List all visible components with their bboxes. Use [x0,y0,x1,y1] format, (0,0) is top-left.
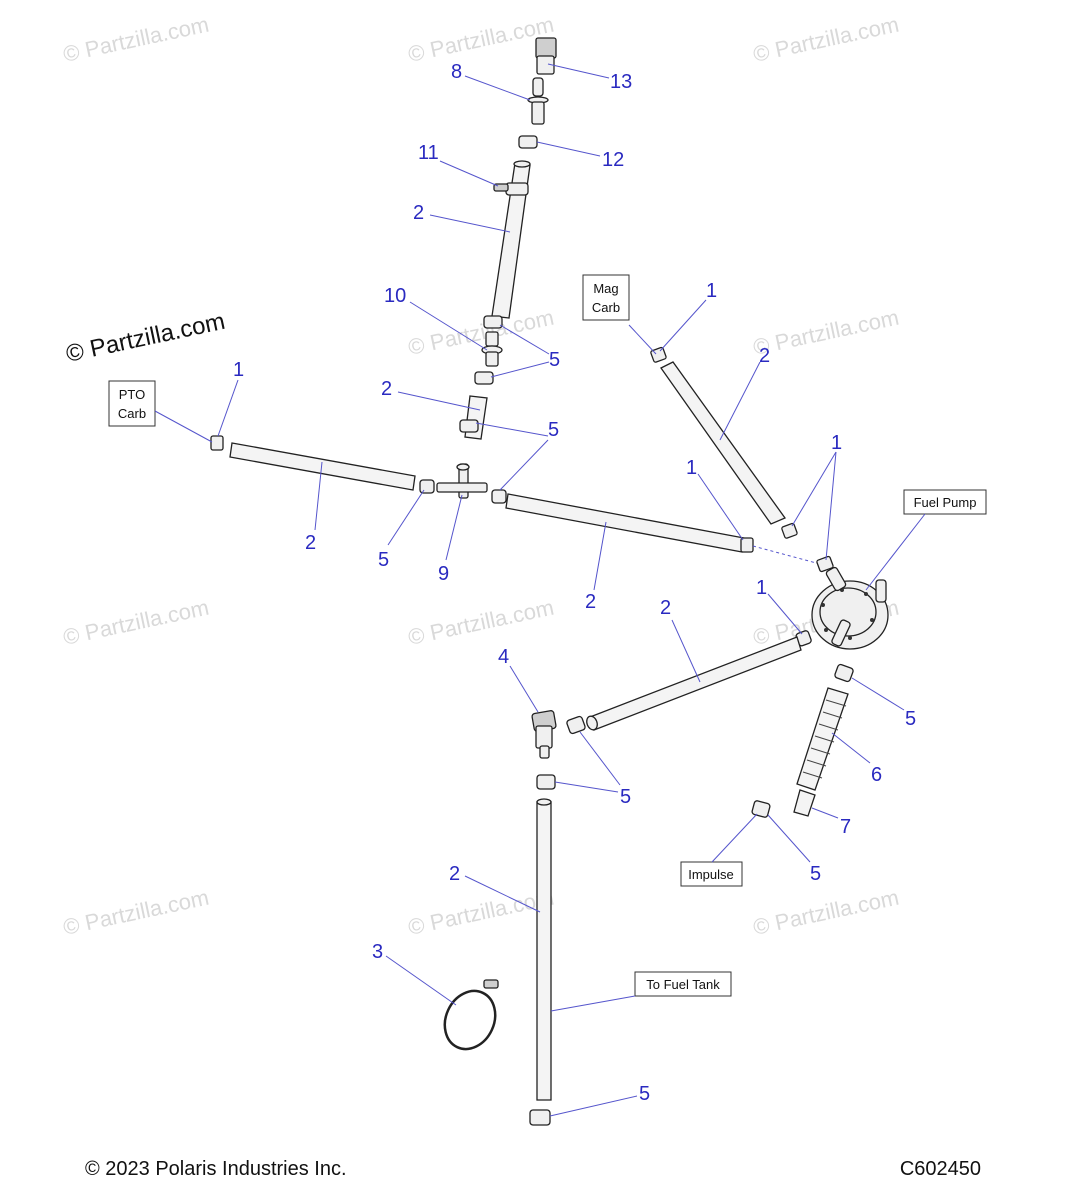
callout-5-a: 5 [549,349,560,371]
callout-2-left: 2 [305,532,316,554]
callout-1-tee-right: 1 [686,457,697,479]
part-2-mag-hose [660,361,787,525]
part-1-fitting [781,522,798,539]
part-2-lower-hose [589,636,802,731]
dashed-connection [752,545,821,565]
part-12-clamp [518,135,538,149]
part-5-clamp [491,489,507,504]
tag-impulse: Impulse [680,813,758,887]
part-8-connector [527,77,549,125]
tag-mag-line1: Mag [593,281,618,296]
part-5-clamp [536,774,556,790]
callout-2-mid: 2 [381,378,392,400]
tag-to-fuel-tank-text: To Fuel Tank [646,977,720,992]
tag-pto-line1: PTO [119,387,146,402]
part-7-hose [793,789,816,817]
watermarks: © Partzilla.com © Partzilla.com © Partzi… [61,12,901,940]
tag-fuel-pump: Fuel Pump [865,489,987,591]
watermark: © Partzilla.com [406,885,556,940]
callout-1-lower: 1 [756,577,767,599]
callout-5-pump: 5 [905,708,916,730]
parts [210,37,889,1126]
part-5-clamp [483,315,503,329]
callout-2-mag: 2 [759,345,770,367]
part-5-clamp [419,479,435,494]
tag-fuel-pump-text: Fuel Pump [914,495,977,510]
callout-5-bottom: 5 [639,1083,650,1105]
part-6-corrugated-hose [796,687,849,791]
part-13-fitting [535,37,557,75]
part-3-strap [443,979,499,1051]
callout-2-lower: 2 [660,597,671,619]
part-1-pto-fitting [210,435,224,451]
callout-1-mag: 1 [706,280,717,302]
watermark: © Partzilla.com [61,12,211,67]
tag-to-fuel-tank: To Fuel Tank [550,971,732,1012]
callout-3: 3 [372,941,383,963]
watermark: © Partzilla.com [61,595,211,650]
callout-12: 12 [602,149,624,171]
tag-mag-carb: Mag Carb [582,274,657,355]
callout-2-right: 2 [585,591,596,613]
part-2-right-hose [505,493,745,553]
callout-2-tank: 2 [449,863,460,885]
callout-2-top: 2 [413,202,424,224]
part-5-clamp [529,1109,551,1126]
callout-5-b: 5 [548,419,559,441]
part-4-fitting [531,710,557,759]
part-5-clamp [834,663,854,683]
callout-8: 8 [451,61,462,83]
tag-mag-line2: Carb [592,300,620,315]
part-5-clamp [459,419,479,433]
part-9-tee-fitting [436,463,488,499]
watermark: © Partzilla.com [406,595,556,650]
callout-5-tee: 5 [620,786,631,808]
watermark: © Partzilla.com [751,885,901,940]
tag-impulse-text: Impulse [688,867,734,882]
callout-1-pump: 1 [831,432,842,454]
callout-5-left: 5 [378,549,389,571]
watermark: © Partzilla.com [751,12,901,67]
watermark-bold: © Partzilla.com [64,308,228,368]
tag-pto-carb: PTO Carb [108,380,213,443]
footer-diagram-id: C602450 [899,1158,981,1180]
part-5-clamp [751,800,771,818]
watermark: © Partzilla.com [406,12,556,67]
part-5-clamp [566,715,586,735]
callouts: 13 8 12 11 2 10 5 2 5 1 2 1 2 5 9 1 [217,61,916,1117]
callout-11: 11 [418,142,439,164]
fuel-pump [811,555,889,650]
callout-7: 7 [840,816,851,838]
callout-4: 4 [498,646,509,668]
callout-1-pto: 1 [233,359,244,381]
part-2-tank-hose [536,801,552,1101]
callout-13: 13 [610,71,632,93]
footer-copyright: © 2023 Polaris Industries Inc. [85,1158,347,1180]
callout-6: 6 [871,764,882,786]
part-1-fitting [740,537,754,553]
part-2-pto-hose [229,442,416,491]
callout-9: 9 [438,563,449,585]
callout-10: 10 [384,285,406,307]
part-2-top-hose [491,160,531,319]
part-10-connector [481,331,503,367]
watermark: © Partzilla.com [61,885,211,940]
watermark: © Partzilla.com [751,305,901,360]
tag-pto-line2: Carb [118,406,146,421]
callout-5-impulse: 5 [810,863,821,885]
part-5-clamp [474,371,494,385]
part-1-mag-fitting [650,346,667,363]
part-11-clip [493,182,529,196]
